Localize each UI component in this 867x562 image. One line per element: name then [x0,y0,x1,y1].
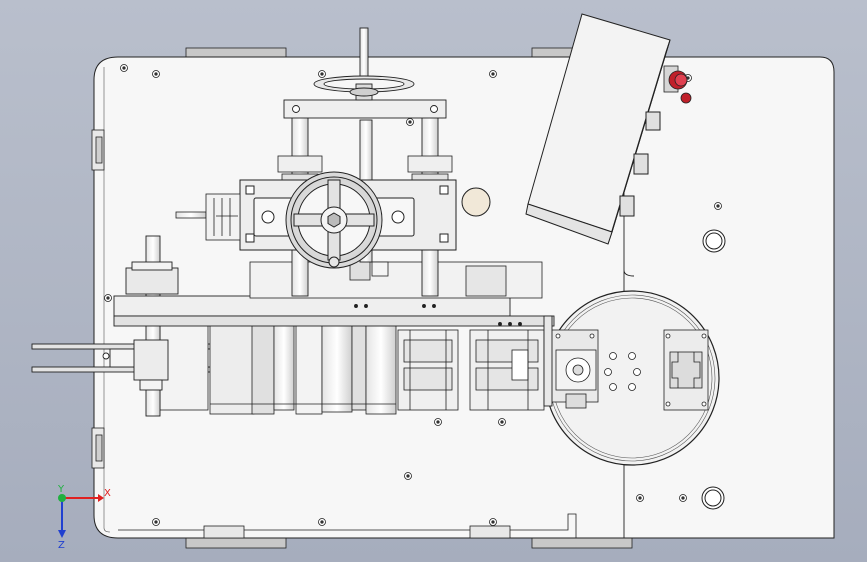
cylinder-bank [159,313,397,415]
axis-z-label: Z [58,540,65,551]
base-plate-lip [118,513,577,538]
foot-bottom-right [531,537,633,549]
axis-x-label: X [104,488,111,499]
hinge-bottom-left [203,525,245,539]
handwheel-icon[interactable] [313,27,415,101]
front-handwheel-icon[interactable] [285,171,383,269]
gantry-top-plate [283,99,447,119]
control-box[interactable] [525,13,671,245]
axis-y-label: Y [57,484,65,495]
main-beam [113,295,555,407]
rotary-fixture-right [663,329,709,411]
rotary-center-bolts [604,352,641,391]
lower-fixture-blocks [397,329,545,411]
micrometer-dial[interactable] [175,193,241,241]
base-plate-inner-edge [103,67,111,533]
large-holes [461,187,726,510]
hinge-bottom-right [469,525,511,539]
side-hinges [91,129,511,539]
emergency-stop-icon[interactable] [663,65,692,104]
left-post [125,235,179,417]
foot-bottom-left [185,537,287,549]
axis-triad-icon: X Y Z [57,484,111,551]
rotary-clamp-head [547,329,599,409]
base-bolts [104,64,722,526]
